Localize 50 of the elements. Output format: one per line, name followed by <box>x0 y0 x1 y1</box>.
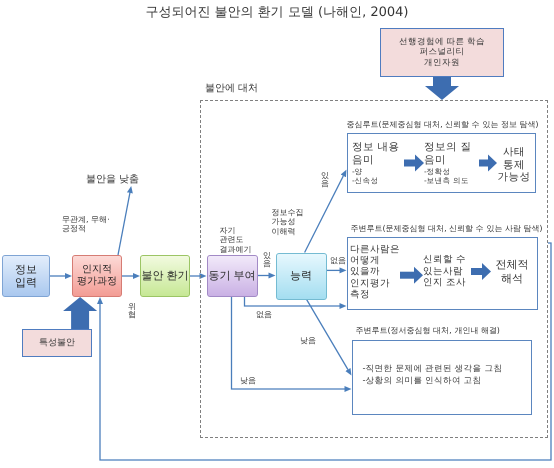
edge-label: 낮음 <box>300 336 316 346</box>
arrow <box>326 267 346 274</box>
edge-label: 있음 <box>262 252 272 269</box>
title: 구성되어진 불안의 환기 모델 (나해인, 2004) <box>145 4 409 21</box>
factor-box: 특성불안 <box>22 329 92 357</box>
step-text: 전체적 해석 <box>491 254 533 289</box>
process-box: 인지적 평가과정 <box>72 255 122 297</box>
note: 자기 관련도 결과예기 <box>220 226 252 254</box>
edge-label: 낮음 <box>240 376 256 386</box>
block-arrow <box>404 154 424 172</box>
factor-box <box>380 28 504 77</box>
box-text: 퍼스널리티 <box>420 47 464 58</box>
arrow <box>50 273 72 279</box>
arrow <box>190 273 206 279</box>
box-text: -상황의 의미를 인식하여 고침 <box>362 374 483 388</box>
arrow <box>258 272 276 278</box>
box-label: 능력 <box>290 269 312 283</box>
arrow <box>97 242 552 461</box>
box-text: 개인자원 <box>424 58 460 68</box>
route-heading: 중심루트(문제중심형 대처, 신뢰할 수 있는 정보 탐색) <box>346 120 538 130</box>
arrow <box>306 299 352 376</box>
step-text: 사태 통제 가능성 <box>497 141 531 189</box>
step-title: 정보의 질 음미 <box>424 141 472 167</box>
block-arrow <box>63 297 98 329</box>
step-text: 신뢰할 수 있는사람 인지 조사 <box>423 249 471 294</box>
block-arrow <box>479 154 497 172</box>
frame-heading: 불안에 대처 <box>205 82 258 95</box>
block-arrow <box>425 77 459 100</box>
box-label: 동기 부여 <box>208 268 256 282</box>
route-heading: 주변루트(정서중심형 대처, 개인내 해결) <box>356 326 500 336</box>
block-arrow <box>400 266 423 284</box>
block-arrow <box>471 263 491 280</box>
arrow <box>304 170 346 253</box>
edge-label: 없음 <box>330 256 346 266</box>
note: 정보수집 가능성 이해력 <box>272 208 304 236</box>
process-box: 불안 환기 <box>140 255 190 297</box>
box-text: 선행경험에 따른 학습 <box>398 37 486 48</box>
edge-label: 있음 <box>320 172 330 189</box>
box-text: -직면한 문제에 관련된 생각을 그침 <box>362 362 502 375</box>
route-heading: 주변루트(문제중심형 대처, 신뢰할 수 있는 사람 탐색) <box>350 224 542 234</box>
edge-label: 위협 <box>127 303 137 320</box>
result-text: 불안을 낮춤 <box>86 174 140 186</box>
arrow <box>244 296 346 309</box>
process-box: 정보 입력 <box>2 255 50 297</box>
step-title: 정보 내용 음미 <box>352 141 400 167</box>
edge-label: 없음 <box>256 310 272 320</box>
arrow <box>122 273 140 279</box>
arrow <box>117 186 133 256</box>
arrow <box>230 296 352 392</box>
step-text: 다른사람은 어떻게 있을까 인지평가 측정 <box>350 240 400 304</box>
